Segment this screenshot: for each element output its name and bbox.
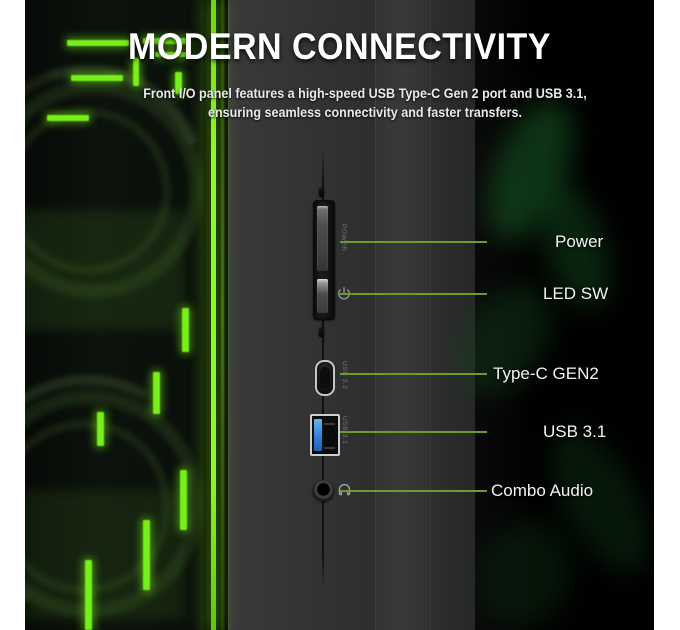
leader-line-type-c <box>340 373 487 375</box>
rgb-led-strip <box>211 0 216 630</box>
power-micro-label: POWER <box>340 224 347 252</box>
subtitle: Front I/O panel features a high-speed US… <box>133 84 598 122</box>
page-title: MODERN CONNECTIVITY <box>128 26 551 67</box>
power-button[interactable] <box>317 206 328 271</box>
panel-seam <box>430 0 431 630</box>
subtitle-line-2: ensuring seamless connectivity and faste… <box>207 105 522 120</box>
callout-label-audio: Combo Audio <box>491 481 594 500</box>
rgb-led-strip-reflection <box>221 0 224 630</box>
combo-audio-jack[interactable] <box>313 480 334 501</box>
usb-a-contacts <box>324 423 335 449</box>
callout-label-usb: USB 3.1 <box>543 422 607 441</box>
leader-line-audio <box>340 490 487 492</box>
front-panel-band-3 <box>430 0 475 630</box>
panel-seam <box>228 0 229 630</box>
usb32-micro-label: USB 3.2 <box>341 361 348 390</box>
leader-line-power <box>340 241 487 243</box>
callout-label-led-sw: LED SW <box>543 284 609 303</box>
callout-label-power: Power <box>555 232 604 251</box>
headphone-icon <box>337 482 352 502</box>
usb31-micro-label: USB 3.1 <box>341 416 348 445</box>
panel-seam <box>375 0 376 630</box>
usb-a-port[interactable] <box>310 414 340 456</box>
panel-screw <box>319 328 324 337</box>
front-panel-band-2 <box>375 0 430 630</box>
leader-line-led-sw <box>340 293 487 295</box>
front-panel-band-1 <box>228 0 375 630</box>
leader-line-usb <box>340 431 487 433</box>
usb-c-port-inner <box>320 367 330 389</box>
callout-label-type-c: Type-C GEN2 <box>493 364 599 383</box>
case-front-photo: MODERN CONNECTIVITY Front I/O panel feat… <box>25 0 654 630</box>
power-circle-icon <box>337 286 351 305</box>
panel-screw <box>319 188 324 197</box>
subtitle-line-1: Front I/O panel features a high-speed US… <box>143 86 587 101</box>
usb-c-port[interactable] <box>315 360 335 396</box>
usb-a-blue-insert <box>314 419 322 451</box>
led-switch-button[interactable] <box>317 279 328 313</box>
